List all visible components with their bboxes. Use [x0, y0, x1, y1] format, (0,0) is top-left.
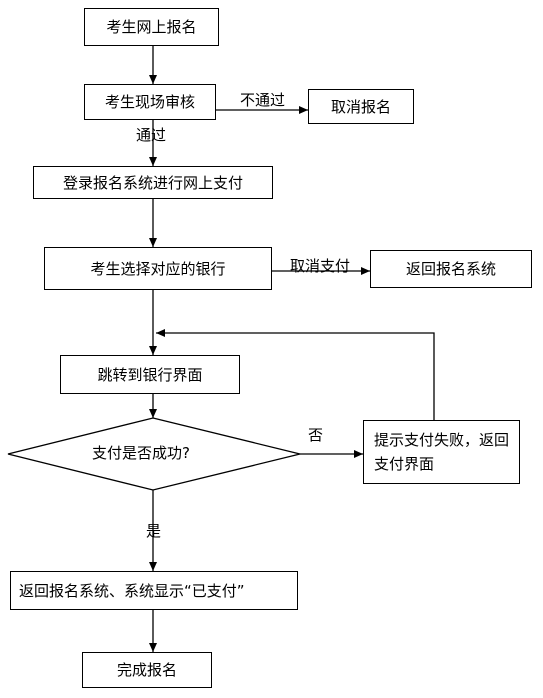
node-online-registration: 考生网上报名 — [84, 8, 219, 46]
edge-label-cancel-pay: 取消支付 — [290, 257, 351, 275]
node-choose-bank: 考生选择对应的银行 — [44, 247, 272, 290]
node-onsite-review: 考生现场审核 — [84, 84, 216, 120]
node-bank-page: 跳转到银行界面 — [60, 355, 240, 394]
edge-label-no: 否 — [308, 426, 324, 444]
node-return-system: 返回报名系统 — [370, 250, 532, 288]
node-complete: 完成报名 — [82, 652, 212, 688]
node-payment-failed: 提示支付失败，返回支付界面 — [363, 420, 520, 484]
node-paid-status: 返回报名系统、系统显示“已支付” — [10, 571, 298, 610]
node-cancel-registration: 取消报名 — [308, 89, 414, 124]
edge-label-yes: 是 — [146, 522, 162, 540]
node-login-pay: 登录报名系统进行网上支付 — [33, 166, 273, 199]
arrow-n9-loop-back — [156, 329, 435, 420]
edge-label-pass: 通过 — [136, 126, 167, 144]
decision-payment-success: 支付是否成功? — [92, 444, 190, 462]
edge-label-reject: 不通过 — [240, 91, 286, 109]
